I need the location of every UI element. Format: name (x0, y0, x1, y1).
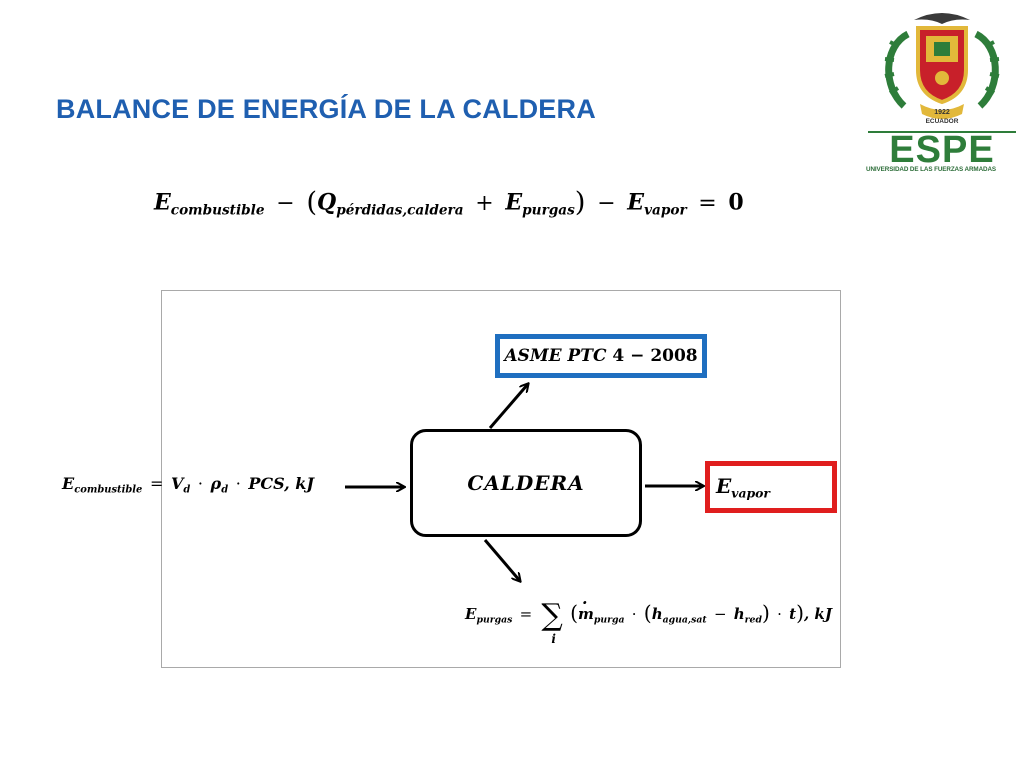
eq-minus-1: − (276, 190, 295, 216)
logo-caption: UNIVERSIDAD DE LAS FUERZAS ARMADAS (866, 166, 997, 173)
eq-combustible-sub: combustible (170, 202, 265, 219)
eq-plus: + (475, 190, 494, 216)
energy-balance-equation: Ecombustible − (Qpérdidas,caldera + Epur… (154, 186, 744, 219)
evapor-sub: vapor (731, 485, 770, 501)
evapor-symbol: E (716, 474, 732, 498)
slide-title: BALANCE DE ENERGÍA DE LA CALDERA (56, 94, 596, 124)
eq-e-symbol-2: E (505, 189, 523, 216)
eq-zero: 0 (728, 189, 744, 216)
asme-text: ASME PTC (504, 346, 607, 366)
espe-crest-icon: 1922 ECUADOR ESPE (868, 13, 1016, 171)
eq-e-symbol-3: E (627, 189, 645, 216)
purgas-energy-formula: Epurgas = ∑i (mpurga · (hagua,sat − hred… (465, 593, 838, 646)
eq-minus-2: − (597, 190, 616, 216)
sum-sigma: ∑i (541, 598, 563, 646)
diagram-frame (161, 290, 841, 668)
eq-equals: = (698, 190, 717, 216)
caldera-label: CALDERA (467, 471, 585, 495)
eq-purgas-sub: purgas (522, 202, 575, 219)
logo-year: 1922 (934, 109, 950, 116)
evapor-box: Evapor (705, 461, 837, 513)
mass-flow-symbol: m (578, 593, 594, 623)
eq-vapor-sub: vapor (644, 202, 687, 219)
asme-standard-box: ASME PTC 4 − 2008 (495, 334, 707, 378)
asme-number: 4 − 2008 (612, 346, 698, 366)
eq-q-symbol: Q (317, 189, 337, 216)
logo-country: ECUADOR (926, 118, 959, 125)
eq-e-symbol: E (154, 189, 171, 216)
logo-wordmark: ESPE (889, 129, 994, 171)
espe-logo: 1922 ECUADOR ESPE UNIVERSIDAD DE LAS FUE… (864, 6, 1020, 178)
eq-perdidas-sub: pérdidas,caldera (336, 202, 464, 219)
combustible-energy-formula: Ecombustible = Vd · ρd · PCS, kJ (62, 474, 314, 496)
sum-index: i (551, 632, 556, 646)
caldera-box: CALDERA (410, 429, 642, 537)
